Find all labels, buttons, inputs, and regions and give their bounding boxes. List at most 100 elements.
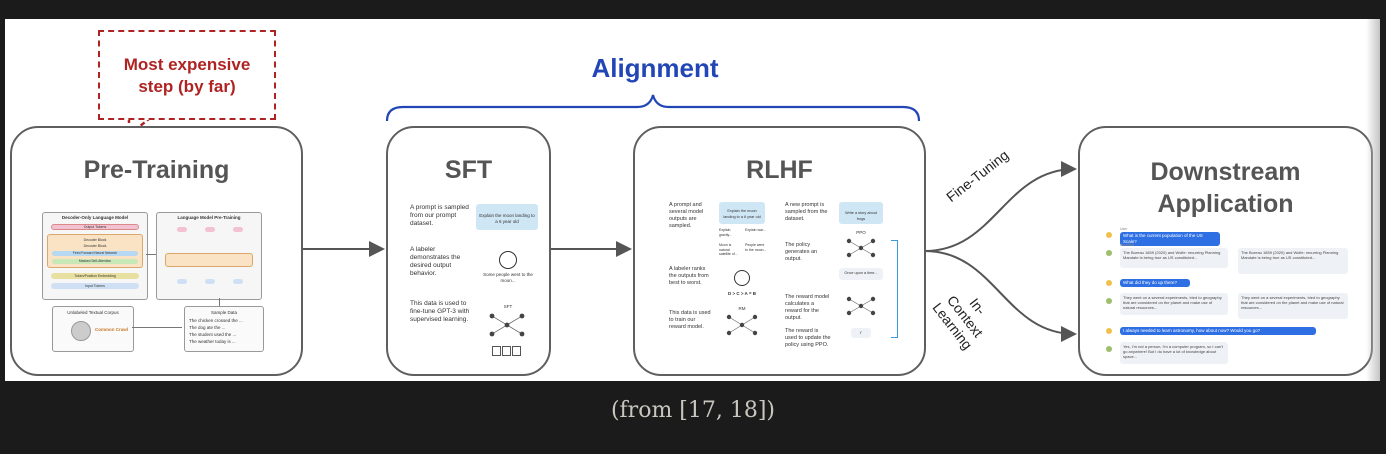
sample-line-2: The dog ate the ... [189, 325, 226, 330]
user-avatar-icon-3 [1106, 328, 1112, 334]
ffn-bar: Feed Forward Neural Network [52, 251, 138, 256]
sample-line-4: The weather today is ... [189, 339, 236, 344]
chat-user-label-1: User [1120, 227, 1128, 231]
rlhf-right-step-4: The reward is used to update the policy … [785, 328, 831, 348]
rlhf-story-text: Once upon a time... [844, 271, 878, 275]
sft-step-3: This data is used to fine-tune GPT-3 wit… [410, 300, 470, 323]
decoder-block-label-1: Decoder Block [83, 238, 107, 242]
reward-network-icon [846, 296, 876, 316]
rlhf-new-prompt-card: Write a story about frogs [839, 202, 883, 224]
alignment-brace [385, 94, 921, 122]
callout-line-1: Most expensive [123, 55, 251, 74]
chat-q3: I always needed to learn astronomy, how … [1120, 327, 1316, 335]
sft-box: SFT A prompt is sampled from our prompt … [386, 126, 551, 376]
rlhf-box: RLHF A prompt and several model outputs … [633, 126, 926, 376]
rlhf-story-card: Once upon a time... [839, 268, 883, 280]
rlhf-right-step-2: The policy generates an output. [785, 242, 818, 262]
rlhf-option-b: Explain war... [745, 228, 766, 232]
assistant-avatar-icon-3 [1106, 346, 1112, 352]
rlhf-rm-label: RM [738, 306, 746, 311]
wikipedia-globe-icon [71, 321, 91, 341]
rlhf-option-c: Moon is natural satellite of... [719, 243, 738, 256]
lm-output-chip-2 [205, 227, 215, 232]
lm-pretraining-panel: Language Model Pre-Training [156, 212, 262, 300]
sft-step-1: A prompt is sampled from our prompt data… [410, 204, 469, 227]
output-tokens-label: Output Tokens [83, 225, 107, 229]
sample-data-panel: Sample Data The chicken crossed the ... … [184, 306, 264, 352]
decoder-to-lm-line [146, 254, 156, 255]
token-pos-label: Token/Position Embedding [74, 274, 116, 278]
sft-docs-icon [492, 346, 522, 356]
arrow-fine-tuning [924, 161, 1077, 252]
sft-network-icon [489, 313, 525, 337]
alignment-label: Alignment [591, 53, 719, 83]
corpus-title: Unlabeled Textual Corpus [67, 310, 119, 315]
sft-step-2: A labeler demonstrates the desired outpu… [410, 246, 461, 277]
labeler-person-icon [499, 251, 517, 269]
sft-title: SFT [444, 156, 493, 184]
lm-input-chip-1 [177, 279, 187, 284]
figure-caption: (from [17, 18]) [610, 398, 776, 423]
arrow-in-context [924, 250, 1077, 342]
corpus-panel: Unlabeled Textual Corpus Common Crawl [52, 306, 134, 352]
rlhf-prompt-text: Explain the moon landing to a 6 year old [723, 209, 761, 219]
rlhf-option-a: Explain gravity... [719, 228, 732, 237]
token-pos-bar: Token/Position Embedding [51, 273, 139, 279]
most-expensive-callout: Most expensive step (by far) [98, 30, 276, 120]
rlhf-new-prompt-text: Write a story about frogs [845, 211, 877, 221]
decoder-title: Decoder-Only Language Model [61, 215, 129, 220]
pretraining-box: Pre-Training Decoder-Only Language Model… [10, 126, 303, 376]
ffn-label: Feed Forward Neural Network [72, 251, 118, 255]
corpus-to-sample-line [132, 327, 182, 328]
user-avatar-icon-2 [1106, 280, 1112, 286]
rm-network-icon [726, 314, 758, 336]
downstream-title-line-2: Application [1157, 190, 1294, 218]
sample-line-3: The student used the ... [189, 332, 237, 337]
chat-a3: Yes, I'm not a person, I'm a computer pr… [1120, 342, 1228, 364]
chat-a1-alt: The Bureau 1859 (2020) and Wolfe: recurr… [1238, 248, 1348, 274]
rlhf-left-step-1: A prompt and several model outputs are s… [669, 202, 704, 229]
rlhf-labeler-icon [734, 270, 750, 286]
sft-answer: Some people went to the moon... [483, 272, 533, 283]
callout-line-2: step (by far) [138, 77, 236, 96]
sample-line-1: The chicken crossed the ... [189, 318, 243, 323]
downstream-title: Downstream Application [1080, 156, 1371, 220]
user-avatar-icon [1106, 232, 1112, 238]
chat-a2-alt: They went on a several experiments, trie… [1238, 293, 1348, 319]
lm-title: Language Model Pre-Training [177, 215, 241, 220]
input-tokens-bar: Input Tokens [51, 283, 139, 289]
rlhf-left-step-2: A labeler ranks the outputs from best to… [669, 266, 709, 286]
assistant-avatar-icon [1106, 250, 1112, 256]
chat-q1: What is the current population of the US… [1120, 232, 1220, 246]
decoder-model-panel: Decoder-Only Language Model Output Token… [42, 212, 148, 300]
right-edge-shade [1366, 19, 1380, 381]
masked-attn-bar: Masked Self-Attention [52, 259, 138, 264]
chat-assistant-label-1: Assistant [1120, 243, 1135, 247]
rlhf-option-d: People went to the moon... [745, 243, 767, 252]
decoder-stack: Decoder Block Decoder Block Feed Forward… [47, 234, 143, 268]
sample-to-lm-line [219, 298, 220, 306]
lm-input-chip-3 [233, 279, 243, 284]
diagram-figure: Most expensive step (by far) Alignment P… [5, 19, 1380, 381]
lm-output-chip-1 [177, 227, 187, 232]
sft-prompt-card: Explain the moon landing to a 6 year old [476, 204, 538, 230]
decoder-block-label-2: Decoder Block [83, 244, 107, 248]
rlhf-left-step-3: This data is used to train our reward mo… [669, 310, 711, 330]
rlhf-rank: D > C > A = B [727, 291, 757, 296]
chat-a2: They went on a several experiments, trie… [1120, 293, 1228, 315]
output-tokens-bar: Output Tokens [51, 224, 139, 230]
rlhf-reward-text: r [860, 330, 862, 335]
policy-network-icon [846, 238, 876, 258]
downstream-title-line-1: Downstream [1150, 158, 1301, 186]
lm-output-chip-3 [233, 227, 243, 232]
chat-a1: The Bureau 1859 (2020) and Wolfe: recurr… [1120, 248, 1228, 268]
rlhf-reward-card: r [851, 328, 871, 338]
rlhf-title: RLHF [746, 156, 813, 184]
input-tokens-label: Input Tokens [85, 284, 105, 288]
sft-prompt-text: Explain the moon landing to a 6 year old [479, 213, 535, 224]
lm-input-chip-2 [205, 279, 215, 284]
rlhf-policy-label: PPO [856, 230, 866, 235]
chat-q2: What did they do up there? [1120, 279, 1190, 287]
downstream-box: Downstream Application User What is the … [1078, 126, 1373, 376]
sample-title: Sample Data [210, 310, 237, 315]
